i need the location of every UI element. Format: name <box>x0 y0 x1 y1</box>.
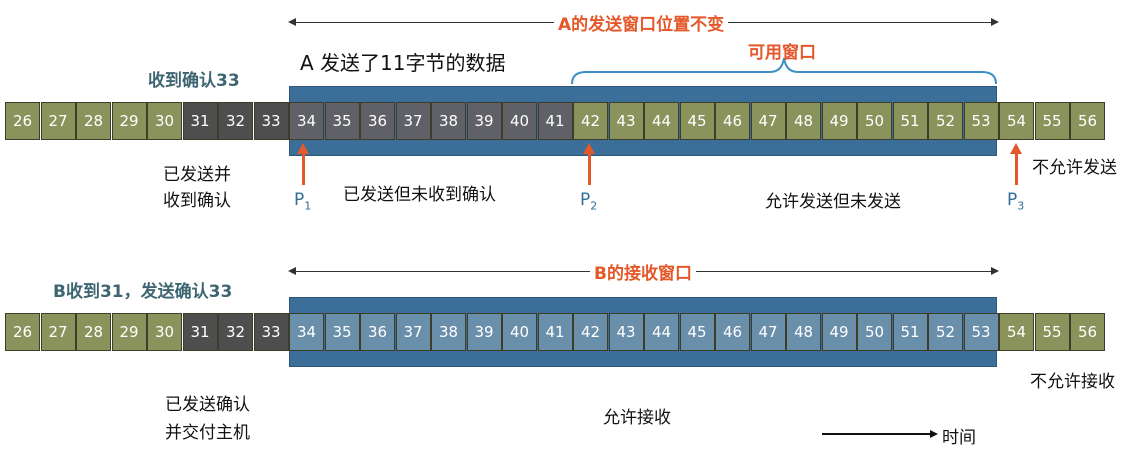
bottom-seq-cell: 38 <box>431 313 466 351</box>
p3-arrow-icon <box>1010 143 1022 185</box>
bottom-seq-cell: 44 <box>644 313 679 351</box>
top-seq-cell: 55 <box>1034 102 1070 140</box>
sent-bytes-title: A 发送了11字节的数据 <box>300 51 506 75</box>
p2-subscript: 2 <box>590 199 598 213</box>
time-arrow-head-icon <box>930 430 938 438</box>
acked-line2: 并交付主机 <box>165 423 250 443</box>
top-seq-cell: 56 <box>1070 102 1105 140</box>
top-seq-cell: 45 <box>679 102 715 140</box>
b-received-label: B收到31，发送确认33 <box>53 282 233 302</box>
p1-arrow-icon <box>297 143 309 185</box>
top-seq-cell: 53 <box>963 102 999 140</box>
top-seq-cell: 32 <box>218 102 253 140</box>
bottom-seq-cell: 54 <box>999 313 1034 351</box>
bottom-seq-cell: 34 <box>289 313 324 351</box>
usable-window-brace <box>571 57 997 85</box>
bottom-seq-cell: 42 <box>573 313 608 351</box>
not-allowed-send-label: 不允许发送 <box>1032 158 1117 178</box>
bottom-seq-cell: 40 <box>502 313 537 351</box>
bottom-seq-cell: 46 <box>715 313 750 351</box>
p3-subscript: 3 <box>1017 199 1025 213</box>
top-seq-cell: 44 <box>644 102 679 140</box>
bottom-seq-cell: 53 <box>963 313 999 351</box>
top-seq-cell: 36 <box>360 102 395 140</box>
time-label: 时间 <box>942 428 976 448</box>
sent-acked-line2: 收到确认 <box>163 191 231 211</box>
top-seq-cell: 29 <box>111 102 147 140</box>
bottom-seq-cell: 26 <box>5 313 40 351</box>
p3-letter: P <box>1007 190 1018 210</box>
bottom-window-right-arrowhead <box>991 267 999 275</box>
p2-label: P2 <box>580 190 597 212</box>
top-seq-cell: 37 <box>395 102 431 140</box>
bottom-seq-cell: 52 <box>928 313 963 351</box>
p1-letter: P <box>294 190 305 210</box>
sent-unacked-label: 已发送但未收到确认 <box>343 185 496 205</box>
bottom-seq-cell: 39 <box>466 313 502 351</box>
p1-label: P1 <box>294 190 311 212</box>
top-seq-cell: 34 <box>289 102 324 140</box>
top-seq-cell: 51 <box>892 102 928 140</box>
bottom-seq-cell: 33 <box>253 313 289 351</box>
top-seq-cell: 50 <box>857 102 892 140</box>
top-seq-cell: 49 <box>821 102 857 140</box>
acked-line1: 已发送确认 <box>165 395 250 415</box>
top-seq-cell: 30 <box>147 102 182 140</box>
top-seq-cell: 33 <box>253 102 289 140</box>
sent-acked-line1: 已发送并 <box>163 165 231 185</box>
top-window-right-arrowhead <box>991 18 999 26</box>
bottom-seq-cell: 51 <box>892 313 928 351</box>
top-seq-cell: 41 <box>537 102 573 140</box>
bottom-seq-cell: 45 <box>679 313 715 351</box>
bottom-seq-cell: 50 <box>857 313 892 351</box>
bottom-seq-cell: 47 <box>750 313 786 351</box>
bottom-seq-cell: 30 <box>147 313 182 351</box>
p2-arrow-icon <box>583 143 595 185</box>
bottom-seq-cell: 35 <box>324 313 360 351</box>
bottom-seq-cell: 37 <box>395 313 431 351</box>
p1-subscript: 1 <box>304 199 312 213</box>
top-seq-cell: 47 <box>750 102 786 140</box>
usable-window-label: 可用窗口 <box>748 43 816 63</box>
top-seq-cell: 52 <box>928 102 963 140</box>
bottom-seq-cell: 27 <box>40 313 76 351</box>
top-seq-cell: 38 <box>431 102 466 140</box>
bottom-seq-cell: 49 <box>821 313 857 351</box>
allowed-unsent-label: 允许发送但未发送 <box>765 192 901 212</box>
bottom-seq-cell: 31 <box>182 313 218 351</box>
top-seq-cell: 46 <box>715 102 750 140</box>
not-allowed-receive-label: 不允许接收 <box>1030 372 1115 392</box>
bottom-window-left-arrowhead <box>288 267 296 275</box>
bottom-seq-cell: 43 <box>608 313 644 351</box>
top-seq-cell: 31 <box>182 102 218 140</box>
p2-letter: P <box>580 190 591 210</box>
bottom-seq-cell: 41 <box>537 313 573 351</box>
time-arrow-line <box>822 433 932 435</box>
bottom-seq-cell: 29 <box>111 313 147 351</box>
bottom-seq-cell: 36 <box>360 313 395 351</box>
bottom-seq-cell: 32 <box>218 313 253 351</box>
p3-label: P3 <box>1007 190 1024 212</box>
top-seq-cell: 43 <box>608 102 644 140</box>
top-window-title: A的发送窗口位置不变 <box>554 10 729 35</box>
top-window-left-arrowhead <box>288 18 296 26</box>
top-seq-cell: 40 <box>502 102 537 140</box>
bottom-seq-cell: 28 <box>76 313 111 351</box>
bottom-seq-cell: 48 <box>786 313 821 351</box>
bottom-seq-cell: 56 <box>1070 313 1105 351</box>
ack-received-label: 收到确认33 <box>148 71 240 91</box>
top-seq-cell: 28 <box>76 102 111 140</box>
bottom-seq-cell: 55 <box>1034 313 1070 351</box>
top-seq-cell: 27 <box>40 102 76 140</box>
top-seq-cell: 26 <box>5 102 40 140</box>
top-seq-cell: 42 <box>573 102 608 140</box>
bottom-window-title: B的接收窗口 <box>590 259 696 284</box>
top-seq-cell: 54 <box>999 102 1034 140</box>
top-seq-cell: 39 <box>466 102 502 140</box>
top-seq-cell: 35 <box>324 102 360 140</box>
top-seq-cell: 48 <box>786 102 821 140</box>
allowed-receive-label: 允许接收 <box>603 408 671 428</box>
